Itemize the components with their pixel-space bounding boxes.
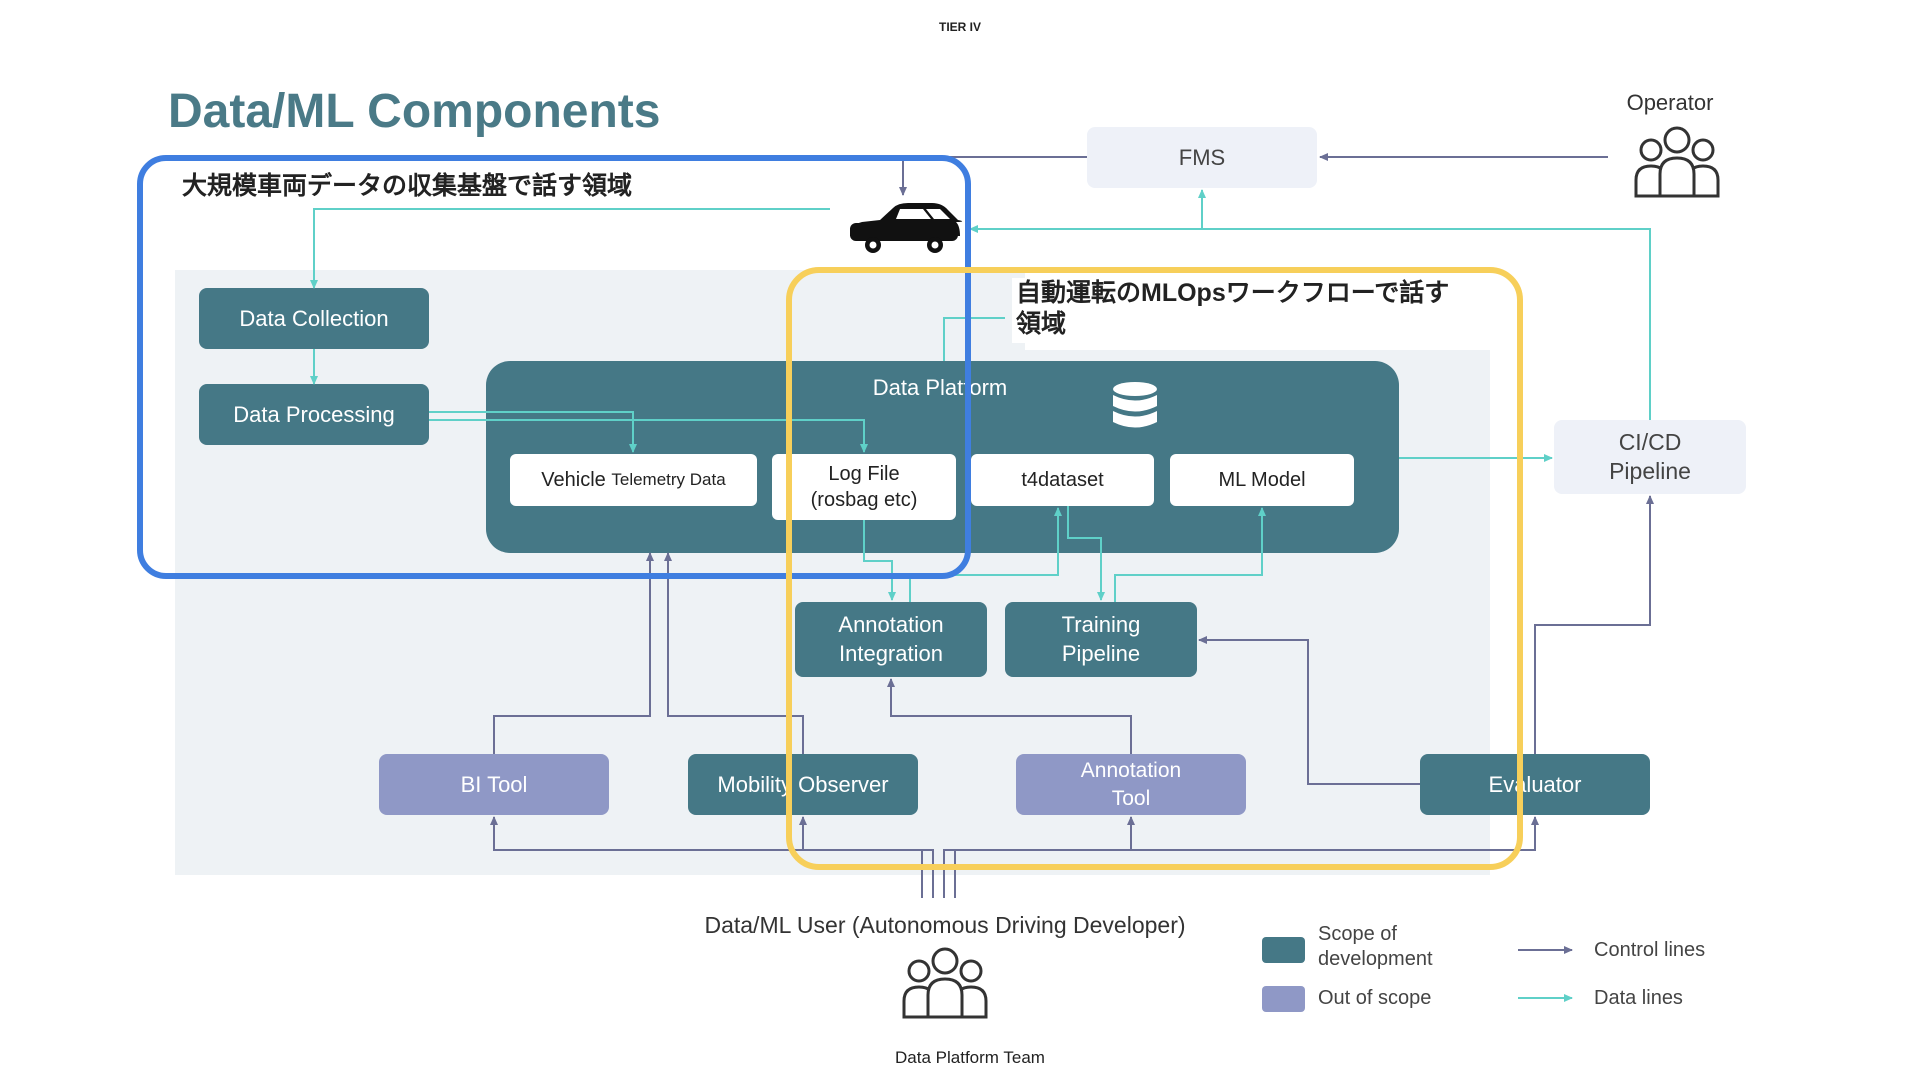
page-title: Data/ML Components [168, 85, 661, 138]
legend-out-of-scope-swatch [1262, 986, 1305, 1012]
t4dataset-node: t4dataset [971, 454, 1154, 506]
vehicle-telemetry-node: Vehicle Telemetry Data [510, 454, 757, 506]
ml-model-node: ML Model [1170, 454, 1354, 506]
team-label: Data Platform Team [895, 1048, 1045, 1067]
people-icon-operator [1634, 126, 1720, 198]
control-line-observer-to-platform [664, 552, 804, 754]
region-mlops-outline [786, 267, 1523, 870]
control-line-bi-to-platform [493, 552, 654, 754]
control-line-user-to-evaluator [954, 816, 1539, 898]
data-line-processing-to-telemetry [429, 411, 637, 453]
data-platform-label: Data Platform [872, 375, 1008, 400]
control-line-annotool-to-integration [887, 678, 1132, 754]
training-pipeline-node: Training Pipeline [1005, 602, 1197, 677]
legend-control-label: Control lines [1594, 939, 1706, 961]
evaluator-node: Evaluator [1420, 754, 1650, 815]
control-lines [490, 153, 1654, 954]
legend-out-of-scope-label: Out of scope [1318, 987, 1432, 1009]
bi-tool-node: BI Tool [379, 754, 609, 815]
data-line-t4dataset-to-training [1067, 506, 1105, 601]
region-mlops-label: 自動運転のMLOpsワークフローで話す 領域 [1012, 278, 1492, 343]
control-line-evaluator-to-training [1198, 636, 1420, 785]
data-line-platform-top [943, 317, 1005, 361]
control-line-user-to-annotool [943, 816, 1135, 898]
legend-scope-swatch [1262, 937, 1305, 963]
operator-label: Operator [1626, 90, 1714, 115]
log-file-node: Log File (rosbag etc) [772, 454, 956, 520]
data-processing-node: Data Processing [199, 384, 429, 445]
fms-node: FMS [1087, 127, 1317, 188]
region-collection-outline [137, 155, 971, 579]
legend-scope-label: Scope of development [1318, 923, 1433, 970]
control-line-user-to-bi [490, 816, 923, 898]
annotation-tool-node: Annotation Tool [1016, 754, 1246, 815]
control-line-user-to-observer [799, 816, 934, 898]
region-collection-label: 大規模車両データの収集基盤で話す領域 [182, 172, 633, 200]
data-line-processing-to-logfile [429, 419, 868, 453]
data-lines [310, 189, 1651, 1002]
brand-label: TIER IV [938, 20, 981, 34]
annotation-integration-node: Annotation Integration [795, 602, 987, 677]
data-line-logfile-to-integration [863, 520, 896, 601]
vehicle-telemetry-small-label: Telemetry Data [611, 470, 726, 489]
car-icon [850, 203, 963, 253]
data-collection-node: Data Collection [199, 288, 429, 349]
data-line-cicd-to-car [969, 225, 1651, 420]
control-line-evaluator-to-cicd [1534, 495, 1654, 754]
cicd-pipeline-node: CI/CD Pipeline [1554, 420, 1746, 494]
data-line-car-to-collection [310, 208, 830, 289]
data-line-training-to-mlmodel [1114, 507, 1266, 602]
database-icon [1113, 382, 1157, 428]
data-line-integration-to-t4dataset [909, 507, 1062, 602]
control-line-fms-to-car [899, 156, 1087, 196]
user-label: Data/ML User (Autonomous Driving Develop… [704, 912, 1186, 938]
people-icon-team [902, 947, 988, 1019]
vehicle-telemetry-main-label: Vehicle [541, 468, 612, 491]
legend-data-label: Data lines [1594, 987, 1683, 1009]
mobility-observer-node: Mobility Observer [688, 754, 918, 815]
